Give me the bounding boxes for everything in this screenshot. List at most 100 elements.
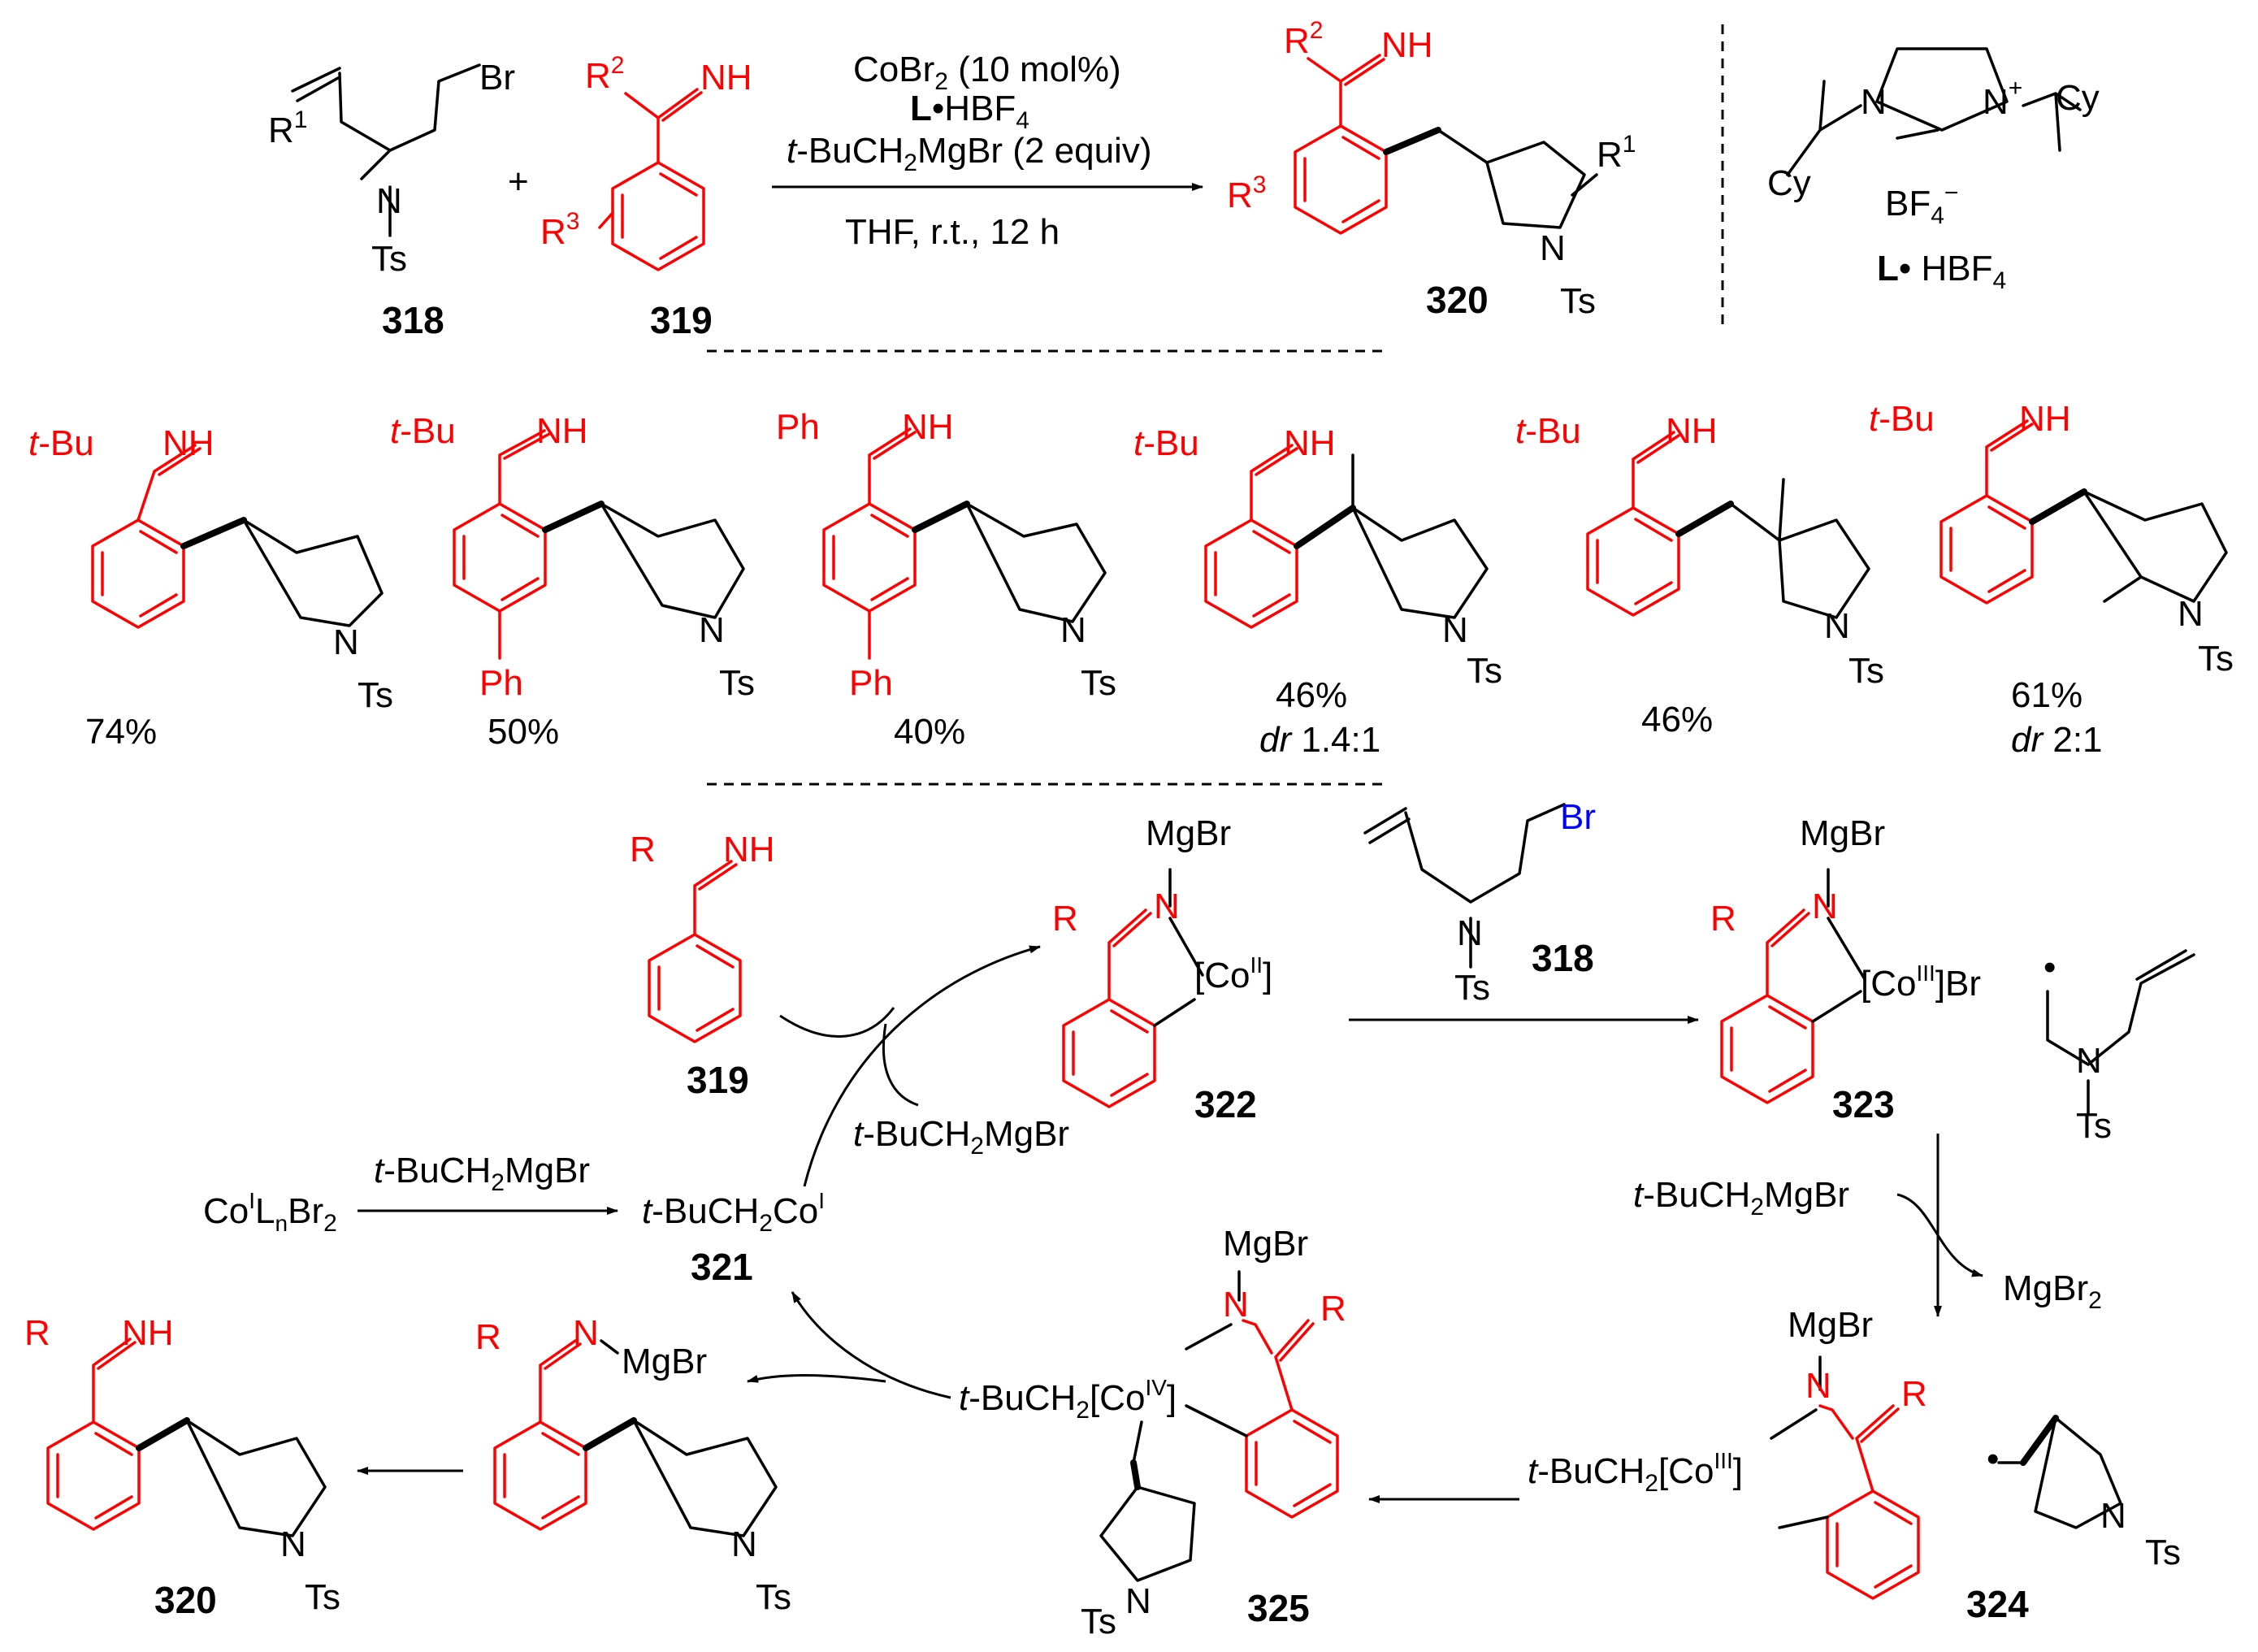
scope-product-4: t-Bu NH N Ts 46% dr 1.4:1 bbox=[1133, 423, 1502, 760]
svg-text:Ts: Ts bbox=[1467, 651, 1502, 691]
svg-text:t-BuCH2MgBr (2 equiv): t-BuCH2MgBr (2 equiv) bbox=[787, 131, 1152, 176]
svg-text:t-BuCH2MgBr: t-BuCH2MgBr bbox=[853, 1114, 1069, 1160]
svg-text:R: R bbox=[475, 1317, 501, 1357]
mech-322: R N MgBr [CoII] 322 bbox=[1052, 813, 1272, 1125]
scope-product-2: t-Bu NH Ph N Ts 50% bbox=[390, 411, 755, 752]
svg-text:R2: R2 bbox=[1284, 17, 1323, 61]
yield-4: 46% bbox=[1276, 675, 1347, 715]
br-atom: Br bbox=[479, 58, 515, 98]
svg-text:t-BuCH2[CoIII]: t-BuCH2[CoIII] bbox=[1528, 1448, 1743, 1497]
svg-text:Ts: Ts bbox=[2198, 639, 2234, 679]
svg-text:N: N bbox=[1805, 1366, 1831, 1406]
label-318: 318 bbox=[382, 299, 444, 341]
label-319: 319 bbox=[650, 299, 713, 341]
plus-sign: + bbox=[508, 162, 529, 202]
svg-text:NH: NH bbox=[723, 830, 775, 869]
dr-value-2: 2:1 bbox=[2052, 720, 2102, 760]
svg-text:N: N bbox=[731, 1524, 757, 1564]
svg-text:Ph: Ph bbox=[776, 407, 820, 447]
label-320-top: 320 bbox=[1426, 279, 1489, 321]
compound-318: R1 Br N Ts 318 bbox=[268, 58, 515, 341]
compound-319: R2 NH R3 319 bbox=[540, 52, 752, 341]
svg-text:t-BuCH2MgBr: t-BuCH2MgBr bbox=[374, 1151, 590, 1196]
svg-text:R: R bbox=[630, 830, 656, 869]
svg-text:MgBr: MgBr bbox=[1800, 813, 1885, 853]
svg-text:MgBr: MgBr bbox=[622, 1342, 707, 1381]
label-324: 324 bbox=[1966, 1583, 2029, 1625]
svg-text:MgBr: MgBr bbox=[1146, 813, 1231, 853]
ts-group: Ts bbox=[371, 239, 407, 279]
mech-324: R N MgBr t-BuCH2[CoIII] • N Ts 324 bbox=[1528, 1305, 2181, 1625]
svg-text:N: N bbox=[1154, 887, 1180, 926]
label-325: 325 bbox=[1247, 1587, 1310, 1629]
svg-text:Ts: Ts bbox=[2145, 1533, 2181, 1572]
svg-text:CoILnBr2: CoILnBr2 bbox=[203, 1188, 337, 1237]
mech-325: R N MgBr t-BuCH2[CoIV] N Ts 325 bbox=[959, 1224, 1346, 1641]
svg-text:Ph: Ph bbox=[849, 663, 893, 703]
svg-text:N: N bbox=[1824, 606, 1850, 646]
svg-text:Ts: Ts bbox=[1081, 663, 1116, 703]
svg-text:N: N bbox=[1442, 610, 1468, 650]
svg-text:Ts: Ts bbox=[305, 1577, 340, 1617]
svg-text:R: R bbox=[1052, 899, 1078, 939]
svg-text:dr 1.4:1: dr 1.4:1 bbox=[1259, 720, 1380, 760]
svg-text:BF4−: BF4− bbox=[1885, 180, 1958, 229]
n-atom: N bbox=[376, 181, 402, 221]
svg-text:THF, r.t., 12 h: THF, r.t., 12 h bbox=[845, 212, 1060, 252]
svg-text:N: N bbox=[2100, 1496, 2126, 1536]
svg-text:L• HBF4: L• HBF4 bbox=[1877, 249, 2006, 294]
svg-text:Ts: Ts bbox=[2076, 1106, 2112, 1146]
svg-text:N+: N+ bbox=[1983, 75, 2022, 122]
svg-text:N: N bbox=[1457, 913, 1483, 953]
svg-text:Br: Br bbox=[1560, 797, 1596, 837]
svg-text:R1: R1 bbox=[1597, 131, 1636, 175]
label-318-mech: 318 bbox=[1532, 937, 1594, 979]
scope-product-3: Ph NH Ph N Ts 40% bbox=[776, 407, 1116, 752]
svg-text:Ph: Ph bbox=[479, 663, 523, 703]
svg-text:NH: NH bbox=[536, 411, 588, 451]
svg-text:[CoII]: [CoII] bbox=[1194, 952, 1272, 995]
mech-320: R NH N Ts 320 bbox=[24, 1313, 340, 1621]
svg-text:•: • bbox=[2043, 947, 2056, 987]
compound-320-general: R2 NH R3 R1 N Ts 320 bbox=[1227, 17, 1636, 321]
svg-text:Ts: Ts bbox=[1081, 1602, 1116, 1641]
svg-text:t-BuCH2[CoIV]: t-BuCH2[CoIV] bbox=[959, 1375, 1177, 1424]
svg-text:N: N bbox=[2076, 1041, 2102, 1081]
scope-product-6: t-Bu NH N Ts 61% dr 2:1 bbox=[1869, 399, 2234, 760]
mech-n-mgbr-product: R N MgBr N Ts bbox=[475, 1313, 791, 1617]
svg-text:N: N bbox=[1812, 887, 1838, 926]
svg-text:MgBr: MgBr bbox=[1788, 1305, 1873, 1345]
svg-text:NH: NH bbox=[1381, 25, 1433, 65]
label-321: 321 bbox=[691, 1246, 753, 1288]
svg-text:L•HBF4: L•HBF4 bbox=[910, 89, 1029, 134]
svg-text:R: R bbox=[24, 1313, 50, 1353]
svg-text:NH: NH bbox=[122, 1313, 174, 1353]
svg-text:N: N bbox=[573, 1313, 599, 1353]
svg-text:N: N bbox=[699, 610, 725, 650]
dr-value-1: 1.4:1 bbox=[1301, 720, 1380, 760]
svg-text:N: N bbox=[1540, 228, 1566, 268]
scope-product-5: t-Bu NH N Ts 46% bbox=[1515, 411, 1884, 739]
curved-arrow-325-to-321 bbox=[791, 1291, 951, 1399]
svg-text:R: R bbox=[1320, 1289, 1346, 1329]
label-320-mech: 320 bbox=[154, 1579, 217, 1621]
svg-text:R2: R2 bbox=[585, 52, 624, 96]
svg-text:NH: NH bbox=[2019, 399, 2071, 439]
svg-text:R: R bbox=[1710, 899, 1736, 939]
svg-text:Ts: Ts bbox=[1848, 651, 1884, 691]
svg-text:dr 2:1: dr 2:1 bbox=[2011, 720, 2103, 760]
label-319-mech: 319 bbox=[687, 1059, 749, 1101]
svg-text:MgBr2: MgBr2 bbox=[2003, 1268, 2102, 1314]
mech-321: CoILnBr2 t-BuCH2MgBr t-BuCH2CoI 321 bbox=[203, 1151, 825, 1288]
svg-text:N: N bbox=[1060, 610, 1086, 650]
scope-product-1: t-Bu NH N Ts 74% bbox=[28, 423, 393, 752]
svg-text:t-BuCH2MgBr: t-BuCH2MgBr bbox=[1633, 1175, 1849, 1221]
mech-323: R N MgBr [CoIII]Br • N Ts 323 bbox=[1710, 813, 2195, 1146]
mech-319: R NH 319 bbox=[630, 830, 775, 1101]
reaction-conditions: CoBr2 (10 mol%) L•HBF4 t-BuCH2MgBr (2 eq… bbox=[772, 50, 1203, 252]
svg-text:N: N bbox=[333, 622, 359, 662]
curved-arrow-321-to-322 bbox=[803, 945, 1041, 1187]
svg-text:Ts: Ts bbox=[756, 1577, 791, 1617]
svg-text:t-Bu: t-Bu bbox=[1133, 423, 1199, 463]
